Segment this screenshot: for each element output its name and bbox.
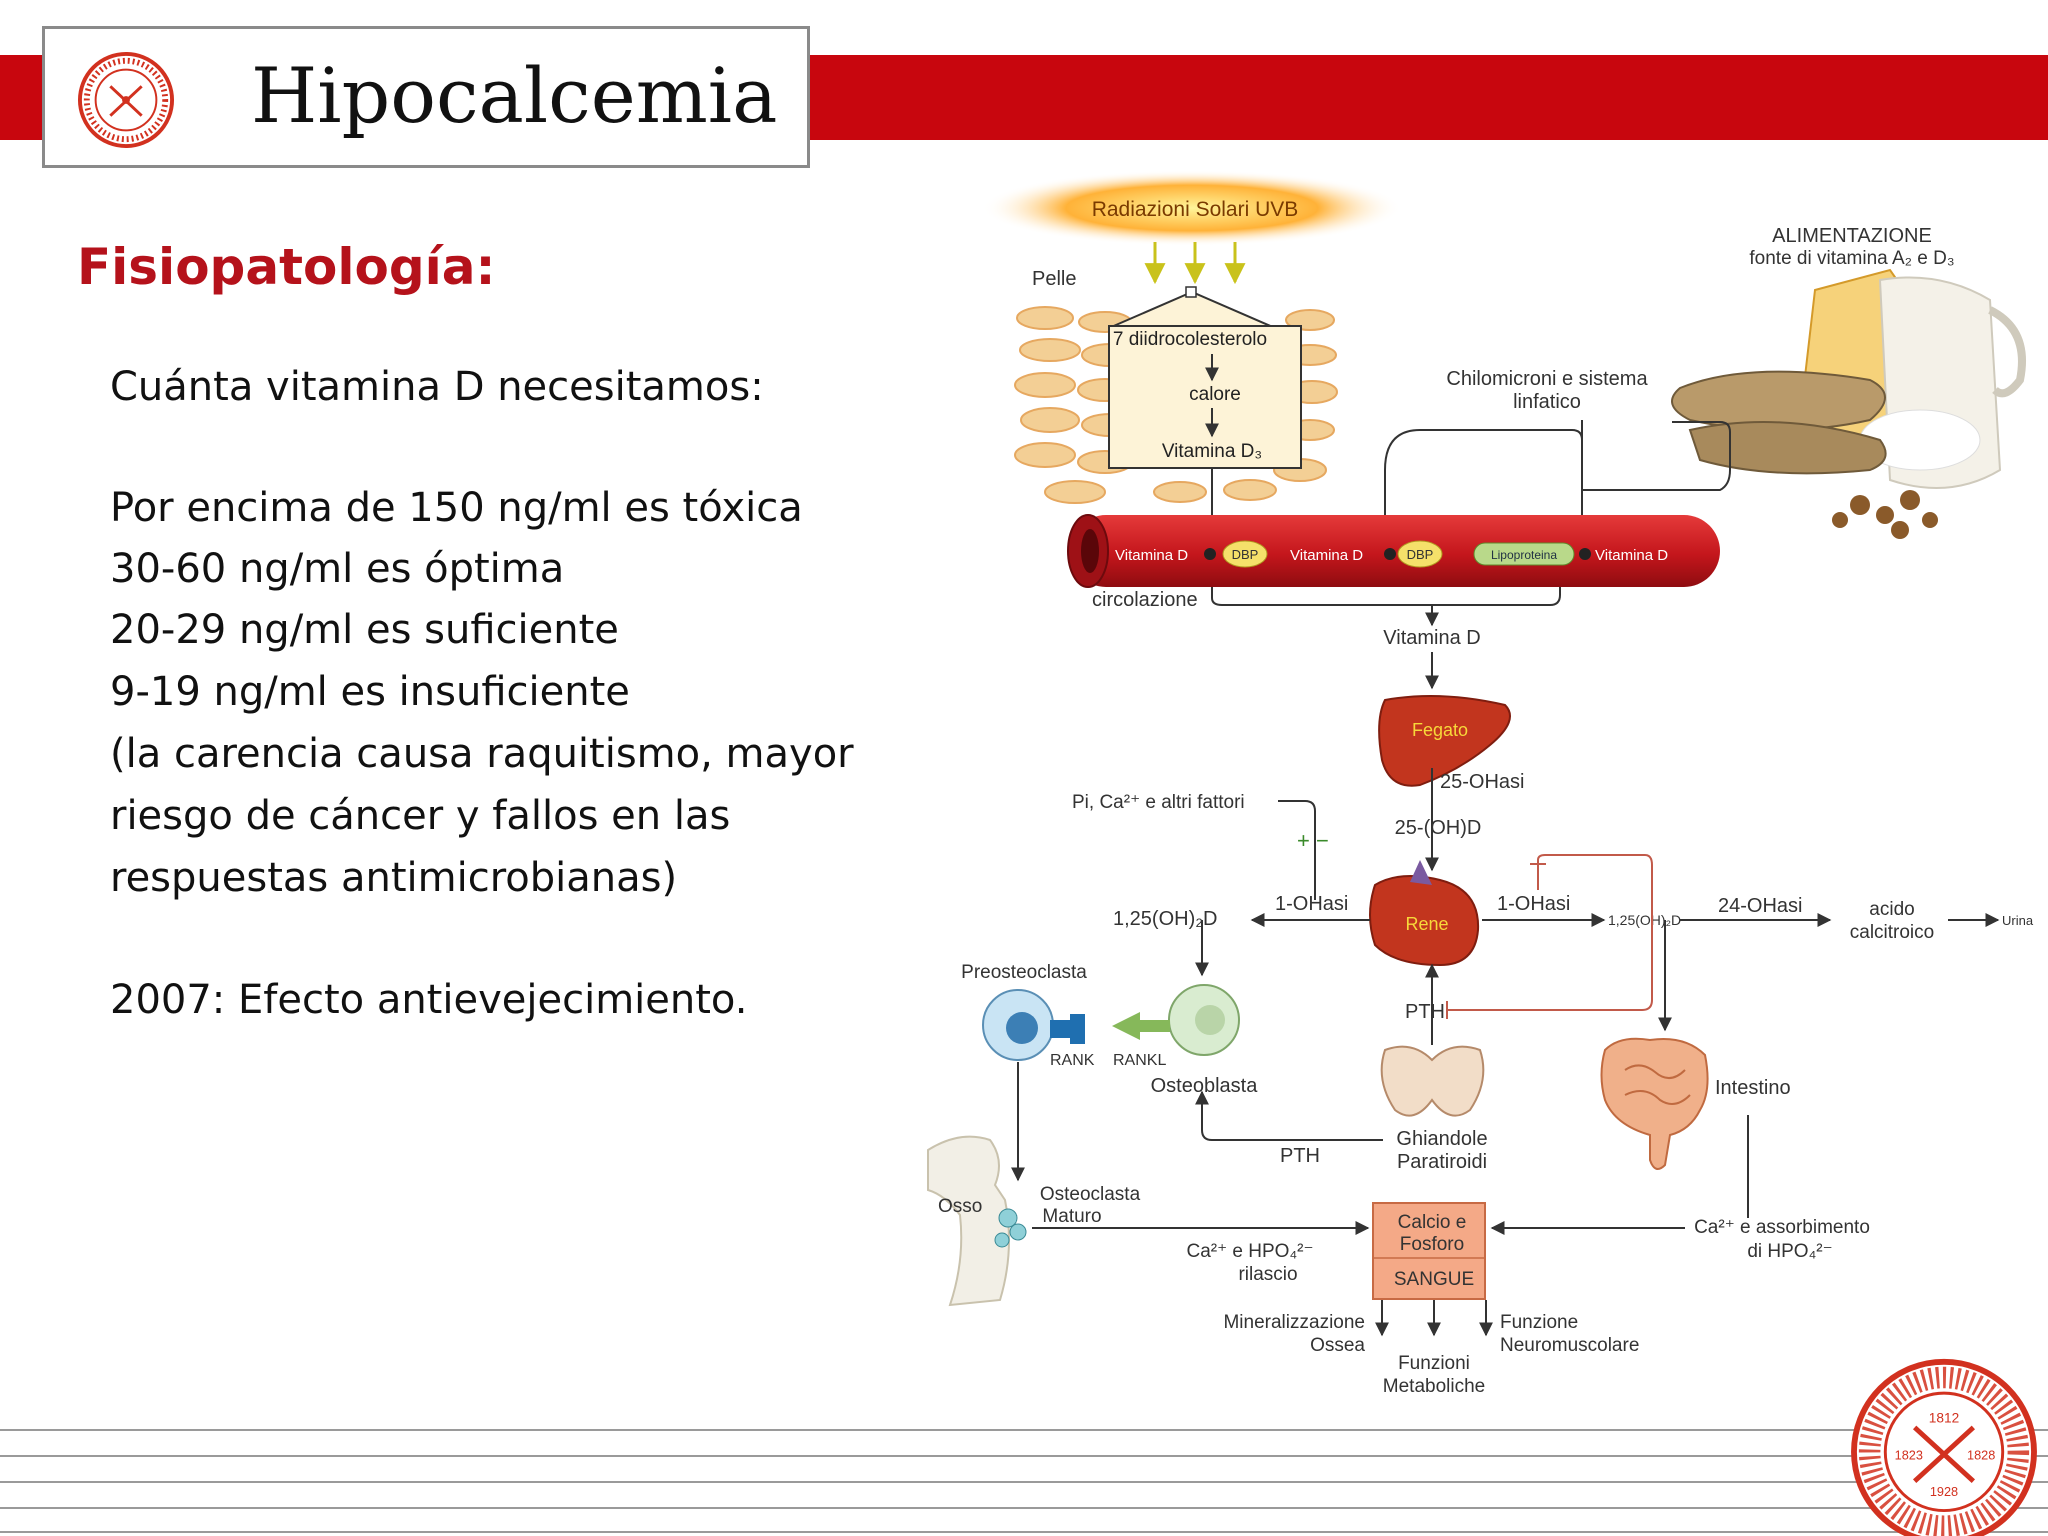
body-line-deficiency-1: (la carencia causa raquitismo, mayor bbox=[110, 731, 854, 777]
metabolic-label-2: Metaboliche bbox=[1383, 1376, 1485, 1397]
parathyroid-illustration bbox=[1380, 1045, 1485, 1117]
vessel-dbp-2: DBP bbox=[1407, 547, 1434, 562]
journal-seal-large: 1812 1823 1828 1928 bbox=[1851, 1358, 2037, 1536]
osteoblast-label: Osteoblasta bbox=[1151, 1075, 1259, 1097]
diet-title: ALIMENTAZIONE bbox=[1772, 225, 1932, 247]
bone-illustration bbox=[927, 1135, 1027, 1307]
ohase24-label: 24-OHasi bbox=[1718, 895, 1802, 917]
factors-label: Pi, Ca²⁺ e altri fattori bbox=[1072, 792, 1245, 813]
blood-box-line-1: Calcio e bbox=[1398, 1212, 1467, 1233]
vitamin-d-label: Vitamina D bbox=[1383, 627, 1480, 649]
uvb-sun: Radiazioni Solari UVB bbox=[982, 170, 1402, 285]
osteoclast-label-2: Maturo bbox=[1042, 1206, 1101, 1227]
preosteoclast-label: Preosteoclasta bbox=[961, 962, 1087, 983]
vitamin-d-metabolism-diagram: Radiazioni Solari UVB Pelle 7 diidrocole… bbox=[927, 170, 2034, 1397]
parathyroid-label-2: Paratiroidi bbox=[1397, 1151, 1487, 1173]
calcitroic-label-1: acido bbox=[1869, 899, 1914, 920]
ohase1-left-label: 1-OHasi bbox=[1275, 893, 1348, 915]
vessel-vitd-2: Vitamina D bbox=[1290, 547, 1363, 564]
blood-vessel: Vitamina D DBP Vitamina D DBP Lipoprotei… bbox=[1067, 514, 1720, 588]
neuromuscular-label-1: Funzione bbox=[1500, 1312, 1578, 1333]
absorption-label-2: di HPO₄²⁻ bbox=[1747, 1241, 1832, 1262]
page-title: Hipocalcemia bbox=[251, 51, 778, 140]
blood-calcium-box: Calcio e Fosforo SANGUE bbox=[1372, 1202, 1486, 1300]
body-line-deficiency-2: riesgo de cáncer y fallos en las bbox=[110, 793, 731, 839]
seal-year-1928: 1928 bbox=[1930, 1484, 1958, 1499]
skin-synthesis-box: 7 diidrocolesterolo calore Vitamina D₃ bbox=[1108, 286, 1302, 469]
blood-box-line-3: SANGUE bbox=[1394, 1269, 1474, 1290]
neuromuscular-label-2: Neuromuscolare bbox=[1500, 1335, 1639, 1356]
preosteoclast-cell bbox=[982, 989, 1085, 1061]
calcitriol-right-label: 1,25(OH)₂D bbox=[1608, 912, 1681, 928]
blood-box-line-2: Fosforo bbox=[1400, 1234, 1464, 1255]
diet-food-illustration bbox=[1671, 268, 2026, 539]
plus-minus-label: + − bbox=[1297, 828, 1329, 853]
absorption-label-1: Ca²⁺ e assorbimento bbox=[1694, 1217, 1870, 1238]
liver-label: Fegato bbox=[1412, 720, 1468, 740]
seal-year-1812: 1812 bbox=[1929, 1410, 1959, 1425]
mineralization-label-1: Mineralizzazione bbox=[1223, 1312, 1365, 1333]
pth-up-label: PTH bbox=[1405, 1001, 1445, 1023]
title-box: Hipocalcemia bbox=[42, 26, 810, 168]
liver-illustration: Fegato bbox=[1378, 695, 1511, 787]
vessel-vitd-1: Vitamina D bbox=[1115, 547, 1188, 564]
seal-year-1823: 1823 bbox=[1895, 1448, 1923, 1463]
skin-box-line-3: Vitamina D₃ bbox=[1162, 441, 1262, 462]
parathyroid-label-1: Ghiandole bbox=[1396, 1128, 1487, 1150]
body-line-antiaging: 2007: Efecto antievejecimiento. bbox=[110, 977, 748, 1023]
ohase25-label: 25-OHasi bbox=[1440, 771, 1524, 793]
skin-box-line-1: 7 diidrocolesterolo bbox=[1113, 329, 1267, 350]
intestine-label: Intestino bbox=[1715, 1077, 1791, 1099]
kidney-illustration: Rene bbox=[1369, 860, 1480, 967]
oh25d-label: 25-(OH)D bbox=[1395, 817, 1482, 839]
vessel-dbp-1: DBP bbox=[1232, 547, 1259, 562]
body-line-deficiency-3: respuestas antimicrobianas) bbox=[110, 855, 678, 901]
release-label-2: rilascio bbox=[1238, 1264, 1297, 1285]
vessel-lipoprotein: Lipoproteina bbox=[1491, 548, 1557, 562]
body-line-question: Cuánta vitamina D necesitamos: bbox=[110, 364, 764, 410]
diet-subtitle: fonte di vitamina A₂ e D₃ bbox=[1749, 248, 1954, 269]
skin-label: Pelle bbox=[1032, 268, 1076, 290]
osteoclast-label-1: Osteoclasta bbox=[1040, 1184, 1141, 1205]
circulation-label: circolazione bbox=[1092, 589, 1198, 611]
section-heading: Fisiopatología: bbox=[77, 238, 496, 296]
chylomicron-label-2: linfatico bbox=[1513, 391, 1581, 413]
calcitroic-label-2: calcitroico bbox=[1850, 922, 1934, 943]
body-line-toxic: Por encima de 150 ng/ml es tóxica bbox=[110, 485, 803, 531]
kidney-label: Rene bbox=[1405, 914, 1448, 934]
vessel-vitd-3: Vitamina D bbox=[1595, 547, 1668, 564]
release-label-1: Ca²⁺ e HPO₄²⁻ bbox=[1186, 1241, 1313, 1262]
skin-box-line-2: calore bbox=[1189, 384, 1241, 405]
intestine-illustration bbox=[1600, 1037, 1709, 1170]
pth-bottom-label: PTH bbox=[1280, 1145, 1320, 1167]
ohase1-right-label: 1-OHasi bbox=[1497, 893, 1570, 915]
metabolic-label-1: Funzioni bbox=[1398, 1353, 1470, 1374]
uvb-label: Radiazioni Solari UVB bbox=[1092, 198, 1299, 221]
osteoblast-cell bbox=[1112, 984, 1240, 1056]
body-line-optimal: 30-60 ng/ml es óptima bbox=[110, 546, 565, 592]
chylomicron-label-1: Chilomicroni e sistema bbox=[1446, 368, 1648, 390]
rankl-label: RANKL bbox=[1113, 1052, 1166, 1069]
footer-lines bbox=[0, 1429, 2048, 1533]
journal-seal-small bbox=[77, 51, 175, 149]
urine-label: Urina bbox=[2002, 913, 2034, 928]
bone-label: Osso bbox=[938, 1196, 982, 1217]
body-line-insufficient: 9-19 ng/ml es insuficiente bbox=[110, 669, 630, 715]
body-line-sufficient: 20-29 ng/ml es suficiente bbox=[110, 607, 619, 653]
calcitriol-left-label: 1,25(OH)₂D bbox=[1113, 908, 1217, 930]
rank-label: RANK bbox=[1050, 1052, 1095, 1069]
seal-year-1828: 1828 bbox=[1967, 1448, 1995, 1463]
mineralization-label-2: Ossea bbox=[1310, 1335, 1365, 1356]
